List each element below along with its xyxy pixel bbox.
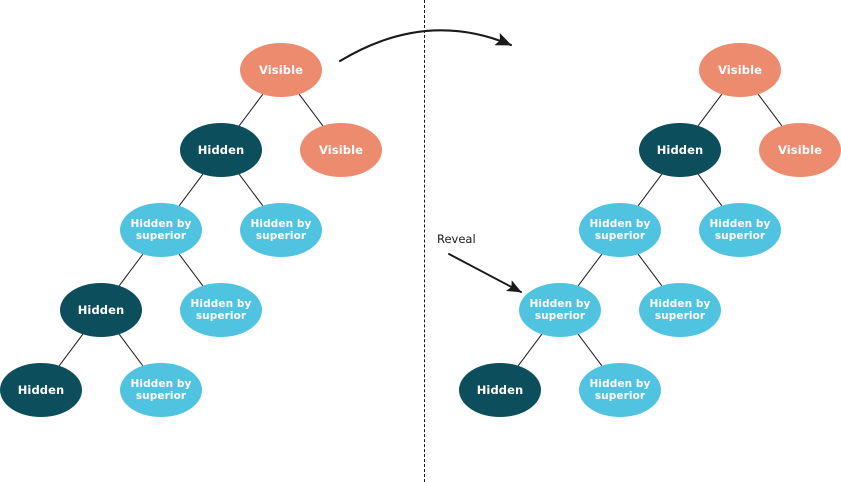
tree-node-label: Visible <box>318 142 364 157</box>
tree-node-label: Visible <box>777 142 823 157</box>
tree-node-hidden-by-superior[interactable]: Hidden by superior <box>519 283 601 337</box>
tree-edge <box>637 253 663 287</box>
divider-dashed-line <box>424 0 425 482</box>
tree-node-label: Hidden by superior <box>130 217 192 243</box>
tree-edge <box>757 93 783 127</box>
tree-node-hidden[interactable]: Hidden <box>459 363 541 417</box>
tree-node-label: Hidden <box>476 382 524 397</box>
tree-node-label: Hidden <box>77 302 125 317</box>
tree-node-hidden[interactable]: Hidden <box>180 123 262 177</box>
tree-node-visible[interactable]: Visible <box>240 43 322 97</box>
tree-node-label: Hidden by superior <box>529 297 591 323</box>
reveal-annotation-arrow <box>448 253 522 293</box>
tree-edge <box>577 253 603 287</box>
tree-edge <box>118 333 144 367</box>
tree-node-label: Visible <box>717 62 763 77</box>
reveal-annotation-label: Reveal <box>437 232 476 246</box>
tree-node-hidden[interactable]: Hidden <box>60 283 142 337</box>
tree-edge <box>577 333 603 367</box>
tree-node-hidden[interactable]: Hidden <box>639 123 721 177</box>
tree-edge <box>637 173 663 207</box>
tree-node-hidden[interactable]: Hidden <box>0 363 82 417</box>
tree-node-label: Hidden by superior <box>649 297 711 323</box>
tree-node-label: Hidden by superior <box>589 377 651 403</box>
tree-node-hidden-by-superior[interactable]: Hidden by superior <box>240 203 322 257</box>
tree-node-label: Hidden by superior <box>709 217 771 243</box>
tree-edge <box>697 173 723 207</box>
tree-node-label: Hidden by superior <box>190 297 252 323</box>
tree-edge <box>517 333 543 367</box>
tree-node-hidden-by-superior[interactable]: Hidden by superior <box>699 203 781 257</box>
tree-node-hidden-by-superior[interactable]: Hidden by superior <box>579 363 661 417</box>
tree-node-visible[interactable]: Visible <box>300 123 382 177</box>
tree-edge <box>238 93 264 127</box>
tree-node-label: Hidden <box>656 142 704 157</box>
tree-node-visible[interactable]: Visible <box>759 123 841 177</box>
tree-node-hidden-by-superior[interactable]: Hidden by superior <box>180 283 262 337</box>
tree-edge <box>118 253 144 287</box>
tree-node-label: Hidden by superior <box>130 377 192 403</box>
transform-arrow <box>338 29 513 63</box>
tree-node-label: Hidden by superior <box>250 217 312 243</box>
tree-node-hidden-by-superior[interactable]: Hidden by superior <box>120 203 202 257</box>
tree-edge <box>298 93 324 127</box>
tree-node-hidden-by-superior[interactable]: Hidden by superior <box>579 203 661 257</box>
tree-edge <box>238 173 264 207</box>
tree-node-hidden-by-superior[interactable]: Hidden by superior <box>120 363 202 417</box>
tree-edge <box>178 173 204 207</box>
tree-node-label: Visible <box>258 62 304 77</box>
tree-node-label: Hidden <box>197 142 245 157</box>
tree-node-hidden-by-superior[interactable]: Hidden by superior <box>639 283 721 337</box>
tree-edge <box>697 93 723 127</box>
tree-node-visible[interactable]: Visible <box>699 43 781 97</box>
tree-edge <box>58 333 84 367</box>
tree-node-label: Hidden by superior <box>589 217 651 243</box>
tree-edge <box>178 253 204 287</box>
tree-node-label: Hidden <box>17 382 65 397</box>
